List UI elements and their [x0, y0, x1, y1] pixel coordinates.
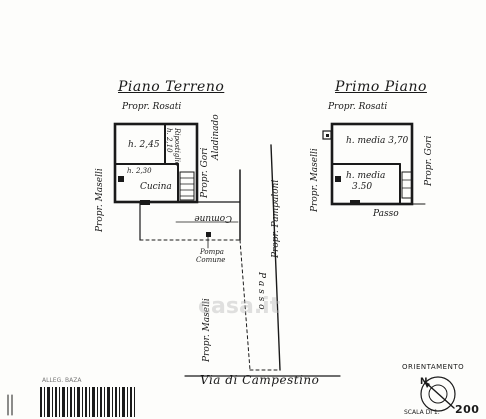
- ground-floor-prop-west: Propr. Maselli: [95, 168, 105, 232]
- ground-floor-prop-north: Propr. Rosati: [122, 102, 182, 112]
- orientation-title: ORIENTAMENTO: [402, 363, 465, 371]
- street-label: Via di Campestino: [200, 373, 320, 387]
- ground-floor-prop-pampaloni: Propr. Pampaloni: [271, 179, 281, 258]
- scale-label: SCALA DI 1:: [404, 409, 440, 416]
- watermark: casa.it: [198, 294, 281, 319]
- ripostiglio-height-label: h. 2,10: [165, 128, 173, 153]
- first-floor-room2-height: h. media: [346, 171, 386, 181]
- ground-floor-prop-east: Propr. Gori: [200, 147, 210, 198]
- first-floor-prop-east: Propr. Gori: [424, 135, 434, 186]
- first-floor-prop-west: Propr. Maselli: [310, 148, 320, 212]
- stamp-text: ALLEG. BAZA: [42, 377, 82, 384]
- first-floor-title: Primo Piano: [335, 79, 427, 95]
- scale-value: 200: [455, 403, 480, 416]
- first-floor-room2-height-value: 3.50: [352, 182, 373, 192]
- pump-label: Pompa: [200, 248, 224, 256]
- ground-floor-prop-east2: Aladinado: [211, 114, 221, 160]
- first-floor-prop-north: Propr. Rosati: [328, 102, 388, 112]
- comune-label: Comune: [194, 213, 232, 223]
- ground-floor-title: Piano Terreno: [118, 79, 225, 95]
- ripostiglio-label: Ripostiglio: [173, 128, 181, 167]
- compass-north-letter: N: [420, 377, 428, 387]
- first-floor-room1-height: h. media 3,70: [346, 136, 409, 146]
- pump-label-2: Comune: [196, 256, 226, 264]
- room2-height-label: h. 2,30: [127, 167, 152, 175]
- room1-height-label: h. 2,45: [128, 140, 160, 150]
- first-floor-passo: Passo: [373, 209, 399, 219]
- cucina-label: Cucina: [140, 182, 172, 192]
